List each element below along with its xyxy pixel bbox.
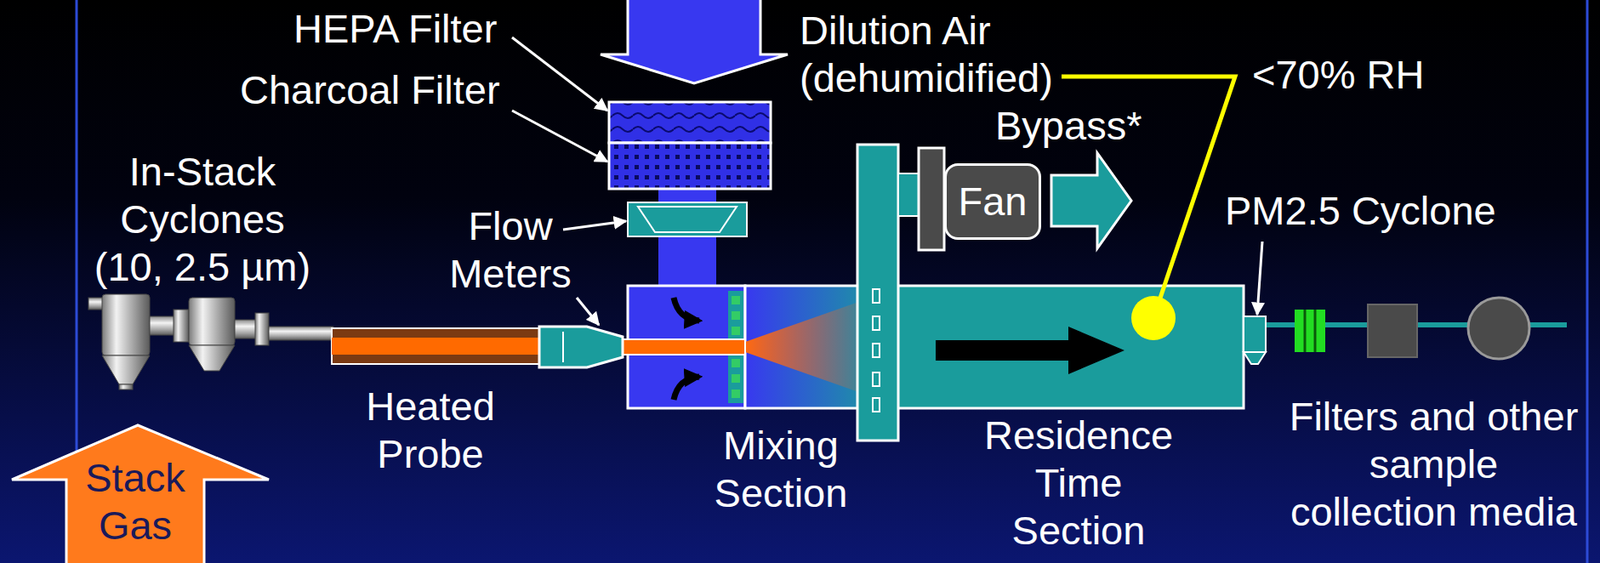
chamber [731,389,741,399]
cyclone-illustration [268,326,334,341]
heated-probe [331,328,541,365]
sample-train [1314,309,1317,353]
bypass-assembly [872,316,880,331]
cyclone-illustration [188,297,235,346]
cyclone-illustration [119,384,133,390]
sample-train [1367,304,1418,358]
chamber [745,285,1244,409]
stack-gas-arrow: Stack Gas [10,423,271,563]
sample-train [1294,309,1326,353]
arrow-outline [11,425,269,563]
part-label: Charcoal Filter [239,66,501,114]
bypass-assembly [857,144,899,441]
label-text: Flow Meters [449,203,572,297]
flow-arrow [673,376,700,400]
label-text: <70% RH [1252,51,1424,97]
rh-sensor [1131,296,1176,341]
probe-flow-meter [562,331,564,363]
dilution-flow-meter [627,202,747,237]
cyclone-illustration [188,345,235,371]
part-label: Bypass* [995,102,1142,150]
chamber [935,326,1125,375]
leader-line [563,221,627,230]
sample-train [1243,297,1567,365]
part-label: PM2.5 Cyclone [1224,187,1497,235]
bypass-assembly [857,144,1132,441]
flow-arrow [673,297,700,321]
arrow-text-box: Stack Gas [66,454,205,550]
part-label: Filters and other sample collection medi… [1286,392,1582,536]
sample-train [1468,297,1530,359]
probe-flow-meter [539,326,623,368]
cyclone-illustration [173,309,189,342]
cyclone-illustration [255,313,269,346]
bypass-assembly [872,398,880,412]
node-text: Fan [958,177,1028,226]
label-text: In-Stack Cyclones (10, 2.5 µm) [94,148,311,290]
part-label: Mixing Section [700,421,862,518]
leader-line [512,37,608,111]
leader-line [512,110,608,162]
part-label: HEPA Filter [293,5,497,53]
bypass-assembly [872,372,880,387]
node-text: Stack Gas [66,454,205,550]
dilution-air-arrow [600,0,788,84]
label-text: Mixing Section [714,422,849,516]
part-label: In-Stack Cyclones (10, 2.5 µm) [88,148,317,291]
chamber [731,296,741,305]
leader-line [576,297,599,325]
label-text: PM2.5 Cyclone [1224,187,1497,234]
dilution-flow-meter [627,202,747,237]
cyclone-illustration [88,294,334,390]
chamber [731,374,741,383]
cyclone-illustration [102,355,150,385]
filter-stack [609,142,771,189]
part-label: Flow Meters [433,202,587,298]
bypass-assembly [918,148,945,251]
chamber [731,358,741,368]
sample-train [1303,309,1307,353]
label-text: Heated Probe [365,383,496,477]
label-text: Charcoal Filter [239,67,501,113]
frame-line [76,0,1588,563]
heated-probe [331,337,541,355]
probe-flow-meter [539,326,623,368]
chamber [745,297,872,397]
sample-train [1243,316,1266,353]
dilution-air-arrow [600,0,788,84]
label-text: HEPA Filter [293,5,497,52]
part-label: Dilution Air (dehumidified) [799,6,1089,103]
frame-line [1586,0,1589,563]
label-text: Bypass* [995,102,1142,149]
flow-arrow [673,297,700,400]
part-label: <70% RH [1252,51,1424,99]
bypass-assembly [872,289,880,303]
part-label: Heated Probe [349,382,512,479]
part-label: Residence Time Section [976,411,1181,555]
label-text: Filters and other sample collection medi… [1289,393,1579,535]
chamber [731,311,741,320]
heated-probe [331,328,541,365]
label-text: Residence Time Section [984,412,1173,553]
fan-box: Fan [944,163,1042,240]
cyclone-illustration [102,294,150,356]
filter-stack [609,102,771,143]
dilution-flow-meter [637,206,737,233]
bypass-assembly [1051,153,1132,249]
sample-train [1243,352,1266,365]
chamber [731,326,741,336]
chamber [617,285,1244,409]
bypass-assembly [898,173,919,217]
label-text: Dilution Air (dehumidified) [799,7,1054,101]
filter-stack [609,102,771,189]
leader-line [1257,241,1263,315]
chamber [617,339,746,355]
bypass-assembly [872,343,880,358]
